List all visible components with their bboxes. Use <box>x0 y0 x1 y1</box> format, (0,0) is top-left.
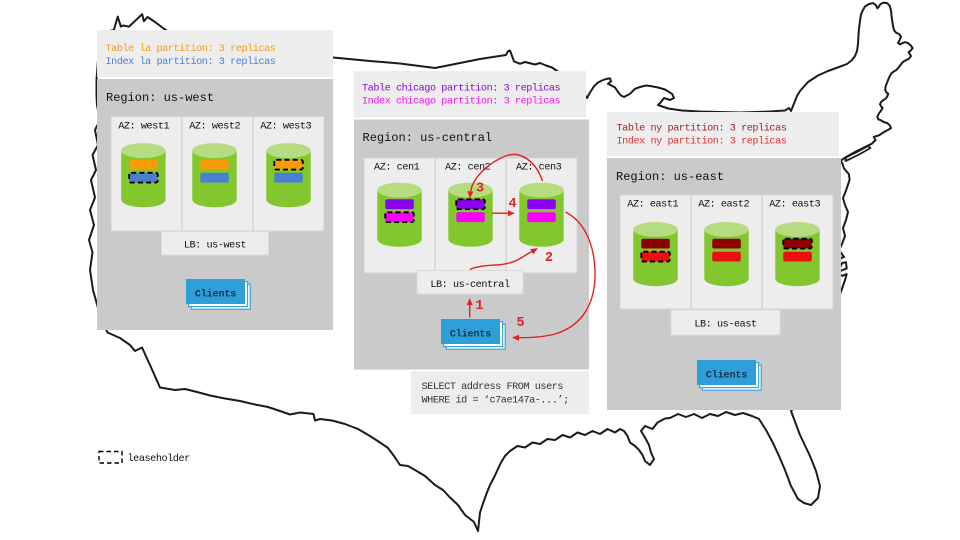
svg-text:WHERE id = ‘c7ae147a-...’;: WHERE id = ‘c7ae147a-...’; <box>422 395 569 407</box>
svg-text:AZ: west3: AZ: west3 <box>260 121 311 132</box>
svg-text:Clients: Clients <box>706 370 747 382</box>
svg-text:1: 1 <box>475 299 483 314</box>
svg-text:Table la partition: 3 replicas: Table la partition: 3 replicas <box>106 43 276 55</box>
svg-text:3: 3 <box>476 182 484 197</box>
svg-text:2: 2 <box>545 251 553 266</box>
svg-text:Index ny partition: 3 replicas: Index ny partition: 3 replicas <box>617 135 787 147</box>
svg-text:SELECT address FROM users: SELECT address FROM users <box>422 381 564 393</box>
svg-text:AZ: east3: AZ: east3 <box>769 200 820 211</box>
svg-text:AZ: east1: AZ: east1 <box>627 200 678 211</box>
svg-text:AZ: cen3: AZ: cen3 <box>516 163 562 174</box>
svg-text:Region: us-west: Region: us-west <box>106 91 214 105</box>
svg-text:Index la partition: 3 replicas: Index la partition: 3 replicas <box>106 56 276 68</box>
svg-text:LB: us-east: LB: us-east <box>694 320 757 331</box>
svg-text:Region: us-central: Region: us-central <box>363 131 493 145</box>
svg-text:AZ: cen1: AZ: cen1 <box>374 163 420 174</box>
svg-text:AZ: west1: AZ: west1 <box>118 121 169 132</box>
svg-text:leaseholder: leaseholder <box>128 453 191 465</box>
svg-text:Index chicago partition: 3 rep: Index chicago partition: 3 replicas <box>362 96 561 108</box>
svg-text:LB: us-west: LB: us-west <box>184 241 247 252</box>
svg-text:AZ: cen2: AZ: cen2 <box>445 163 491 174</box>
svg-text:5: 5 <box>517 316 525 331</box>
svg-text:AZ: west2: AZ: west2 <box>189 121 240 132</box>
svg-text:Region: us-east: Region: us-east <box>616 170 724 184</box>
svg-text:Table chicago partition: 3 rep: Table chicago partition: 3 replicas <box>362 83 561 95</box>
svg-text:Clients: Clients <box>195 289 236 301</box>
svg-text:Table ny partition: 3 replicas: Table ny partition: 3 replicas <box>617 122 787 134</box>
svg-text:Clients: Clients <box>450 329 491 341</box>
svg-text:AZ: east2: AZ: east2 <box>698 200 749 211</box>
svg-text:4: 4 <box>508 197 516 212</box>
svg-text:LB: us-central: LB: us-central <box>430 279 510 291</box>
